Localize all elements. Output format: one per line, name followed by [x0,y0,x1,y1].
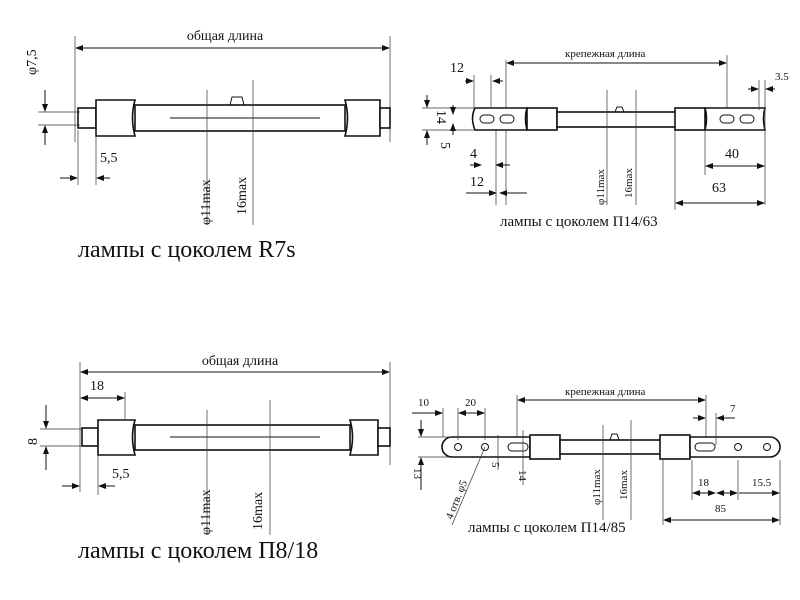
caption-p14-85: лампы с цоколем П14/85 [468,520,626,536]
dim-12-bottom: 12 [470,175,484,190]
dim-5: 5 [437,142,452,149]
dim-14: 14 [433,110,448,124]
dim-18: 18 [90,379,104,394]
height-label: 16max [623,168,635,198]
panel-p14-63: крепежная длина 12 14 5 4 [422,48,789,230]
mount-length-label: крепежная длина [565,48,646,60]
tube-diameter-label: φ11max [199,179,214,225]
panel-r7s: общая длина φ7,5 5,5 φ11max 16max лампы … [25,29,391,263]
dim-15-5: 15.5 [752,477,772,489]
caption-p8-18: лампы с цоколем П8/18 [78,538,318,564]
dim-63: 63 [712,181,726,196]
lamp-p14-63 [471,106,767,131]
holes-label: 4 отв. φ5 [444,478,471,521]
lamp-p8-18 [81,419,391,456]
base-diameter-label: φ7,5 [25,49,40,75]
pin-length-label: 5,5 [100,151,118,166]
tube-diameter-label: φ11max [595,169,607,205]
dim-3-5: 3.5 [775,71,789,83]
mount-length-label: крепежная длина [565,386,646,398]
tube-diameter-label: φ11max [591,469,603,505]
height-label: 16max [251,492,266,530]
dim-40: 40 [725,147,739,162]
panel-p8-18: общая длина 18 8 5,5 φ11max 16max лампы … [26,354,391,564]
dim-7: 7 [730,403,736,415]
dim-5: 5 [489,462,501,468]
dim-85: 85 [715,503,727,515]
overall-length-label: общая длина [202,354,279,369]
caption-p14-63: лампы с цоколем П14/63 [500,214,658,230]
tube-diameter-label: φ11max [199,489,214,535]
dim-13: 13 [411,468,423,480]
dim-20: 20 [465,397,477,409]
dim-10: 10 [418,397,430,409]
dim-8: 8 [26,438,41,445]
lamp-p14-85 [441,433,781,460]
overall-length-label: общая длина [187,29,264,44]
lamp-r7s [77,96,391,137]
dim-4: 4 [470,147,477,162]
caption-r7s: лампы с цоколем R7s [78,237,296,263]
dim-12-top: 12 [450,61,464,76]
height-label: 16max [235,177,250,215]
panel-p14-85: крепежная длина 10 20 7 13 [411,386,781,536]
height-label: 16max [618,470,630,500]
pin-length-label: 5,5 [112,467,130,482]
dim-18: 18 [698,477,710,489]
dim-14: 14 [516,470,528,482]
